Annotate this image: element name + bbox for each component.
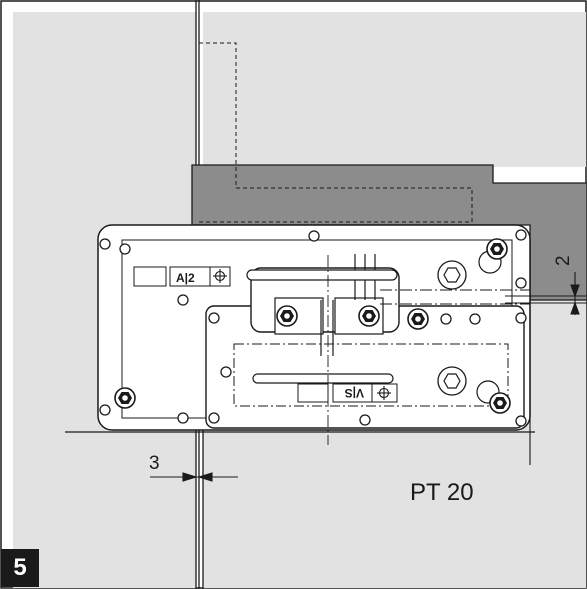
mounting-hole-icon [359,414,371,426]
bottom-plate-inner [233,343,509,407]
mounting-hole-icon [515,415,527,427]
hidden-outline [199,42,473,223]
screw-icon [489,392,511,414]
top-slot [246,269,398,281]
mounting-hole-icon [515,277,527,289]
mounting-hole-icon [119,243,131,255]
mounting-hole-icon [177,412,189,424]
dimension-side [505,272,587,315]
screw-icon [276,305,298,327]
bottom-label-box [332,383,398,403]
crosshair-icon [213,269,227,283]
mounting-hole-icon [440,313,452,325]
top-label-box [169,266,231,287]
product-label: PT 20 [410,479,474,506]
middle-slot [252,373,394,384]
mounting-hole-icon [515,312,527,324]
mounting-hole-icon [99,404,111,416]
top-label-blank-box [133,266,167,287]
bottom-label-blank-box [297,383,329,403]
mounting-hole-icon [208,412,220,424]
screw-icon [358,305,380,327]
dimension-gap [150,472,238,482]
screw-icon [486,238,508,260]
screw-icon [114,387,136,409]
mounting-hole-icon [308,230,320,242]
mounting-hole-icon [99,238,111,250]
step-number-badge: 5 [1,549,39,587]
center-lines [327,255,530,445]
gray-panel-top [203,12,586,167]
mounting-hole-icon [469,313,481,325]
top-plate-label: A|2 [176,271,195,285]
mounting-hole-icon [208,312,220,324]
dimension-gap-value: 3 [149,453,160,474]
mounting-hole-icon [515,229,527,241]
mounting-hole-icon [220,366,232,378]
screw-icon [407,308,429,330]
crosshair-icon [377,386,391,400]
hex-nut-icon [437,366,467,396]
bottom-plate-label: V|S [345,386,364,400]
hex-nut-icon [437,260,467,290]
mounting-hole-icon [177,294,189,306]
dimension-side-value: 2 [553,255,574,266]
